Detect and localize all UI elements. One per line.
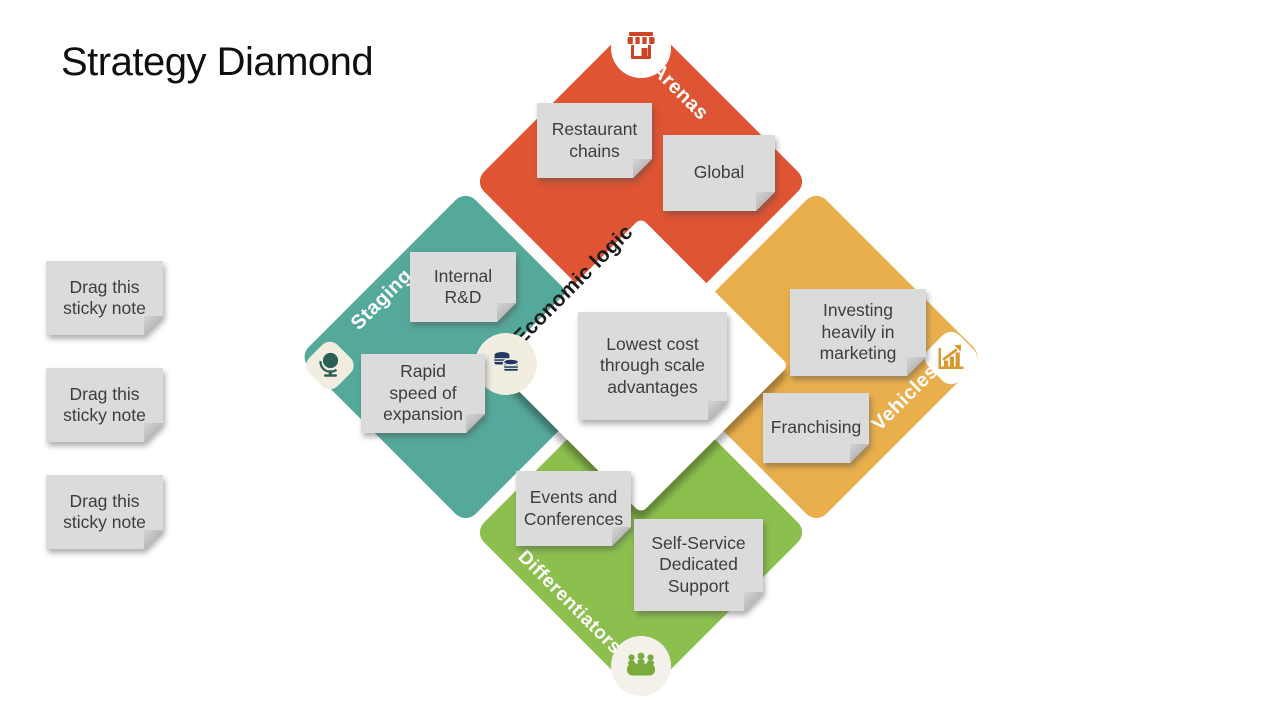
sticky-note-restaurant-chains[interactable]: Restaurant chains (537, 103, 652, 178)
page-title: Strategy Diamond (61, 40, 374, 84)
folded-corner-icon (907, 357, 926, 376)
sticky-note-global-text: Global (693, 162, 745, 183)
folded-corner-icon (850, 444, 869, 463)
folded-corner-icon (466, 414, 485, 433)
sticky-note-investing-marketing-text: Investing heavily in marketing (819, 300, 897, 364)
sticky-note-franchising[interactable]: Franchising (763, 393, 869, 463)
folded-corner-icon (612, 527, 631, 546)
drag-sticky-note-1[interactable]: Drag this sticky note (46, 261, 163, 335)
drag-sticky-note-2[interactable]: Drag this sticky note (46, 368, 163, 442)
storefront-icon (627, 32, 655, 59)
drag-sticky-note-1-body: Drag this sticky note (46, 261, 163, 335)
folded-corner-icon (144, 530, 163, 549)
coins-icon (494, 352, 520, 373)
folded-corner-icon (144, 316, 163, 335)
sticky-note-rapid-expansion-body: Rapid speed of expansion (361, 354, 485, 433)
sticky-note-investing-marketing[interactable]: Investing heavily in marketing (790, 289, 926, 376)
folded-corner-icon (633, 159, 652, 178)
drag-sticky-note-3-text: Drag this sticky note (63, 490, 146, 532)
quadrant-arenas[interactable] (474, 15, 808, 349)
drag-sticky-note-1-text: Drag this sticky note (63, 276, 146, 318)
sticky-note-self-service[interactable]: Self-Service Dedicated Support (634, 519, 763, 611)
bar-chart-icon (938, 344, 964, 369)
sticky-note-investing-marketing-body: Investing heavily in marketing (790, 289, 926, 376)
sticky-note-restaurant-chains-body: Restaurant chains (537, 103, 652, 178)
folded-corner-icon (497, 303, 516, 322)
sticky-note-lowest-cost-body: Lowest cost through scale advantages (578, 312, 727, 420)
sticky-note-events-conferences-text: Events and Conferences (523, 487, 624, 529)
folded-corner-icon (756, 192, 775, 211)
sticky-note-restaurant-chains-text: Restaurant chains (551, 119, 638, 161)
desk-globe-icon (319, 352, 339, 377)
sticky-note-rapid-expansion[interactable]: Rapid speed of expansion (361, 354, 485, 433)
sticky-note-internal-rnd[interactable]: Internal R&D (410, 252, 516, 322)
sticky-note-global-body: Global (663, 135, 775, 211)
sticky-note-franchising-body: Franchising (763, 393, 869, 463)
sticky-note-lowest-cost-text: Lowest cost through scale advantages (599, 333, 706, 397)
drag-sticky-note-2-body: Drag this sticky note (46, 368, 163, 442)
sticky-note-self-service-body: Self-Service Dedicated Support (634, 519, 763, 611)
sticky-note-lowest-cost[interactable]: Lowest cost through scale advantages (578, 312, 727, 420)
sticky-note-global[interactable]: Global (663, 135, 775, 211)
folded-corner-icon (708, 401, 727, 420)
sticky-note-internal-rnd-text: Internal R&D (433, 265, 493, 307)
sticky-note-internal-rnd-body: Internal R&D (410, 252, 516, 322)
folded-corner-icon (744, 592, 763, 611)
sticky-note-events-conferences-body: Events and Conferences (516, 471, 631, 546)
drag-sticky-note-3-body: Drag this sticky note (46, 475, 163, 549)
sticky-note-rapid-expansion-text: Rapid speed of expansion (383, 361, 463, 425)
folded-corner-icon (144, 423, 163, 442)
sticky-note-events-conferences[interactable]: Events and Conferences (516, 471, 631, 546)
drag-sticky-note-2-text: Drag this sticky note (63, 383, 146, 425)
drag-sticky-note-3[interactable]: Drag this sticky note (46, 475, 163, 549)
sticky-note-franchising-text: Franchising (770, 417, 862, 438)
sticky-note-self-service-text: Self-Service Dedicated Support (651, 532, 746, 596)
meeting-table-icon (627, 652, 655, 676)
